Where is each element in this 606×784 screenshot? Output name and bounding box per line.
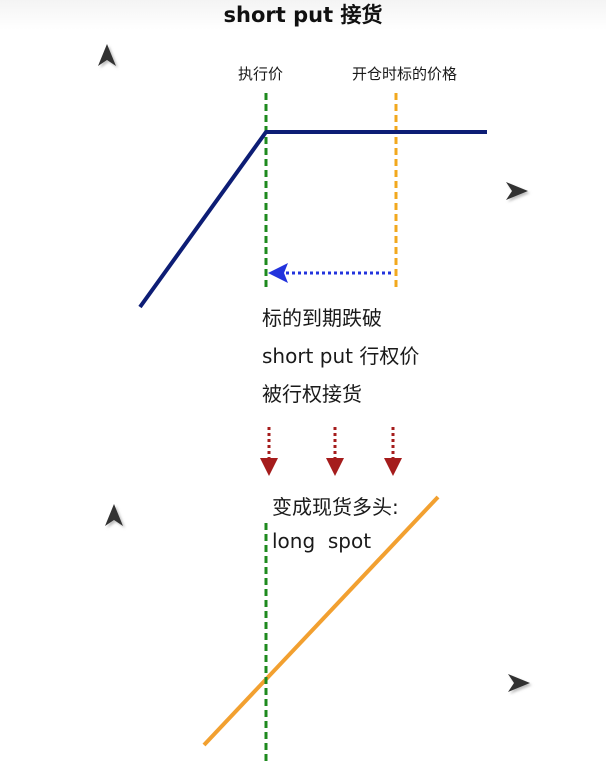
long-spot-payoff-line [202, 495, 440, 747]
page-title: short put 接货 [0, 0, 606, 30]
transition-arrows [260, 427, 402, 476]
result-line-1: 变成现货多头: [272, 495, 399, 519]
top-chart [98, 44, 528, 322]
result-line-2: long spot [272, 529, 372, 553]
bottom-y-axis-arrowhead [105, 504, 123, 526]
note-line-2: short put 行权价 [262, 344, 420, 368]
down-arrow-1 [260, 427, 278, 476]
price-drop-arrowhead [268, 263, 288, 283]
top-x-axis-arrowhead [506, 182, 528, 200]
note-line-3: 被行权接货 [262, 382, 362, 406]
bottom-x-axis-arrowhead [508, 674, 530, 692]
open-price-label: 开仓时标的价格 [352, 65, 458, 83]
bottom-chart [105, 495, 530, 782]
top-y-axis-arrowhead [98, 44, 116, 66]
strike-label: 执行价 [238, 65, 284, 83]
down-arrow-3 [384, 427, 402, 476]
short-put-payoff-line [138, 130, 487, 309]
down-arrow-2 [326, 427, 344, 476]
note-line-1: 标的到期跌破 [262, 306, 382, 330]
